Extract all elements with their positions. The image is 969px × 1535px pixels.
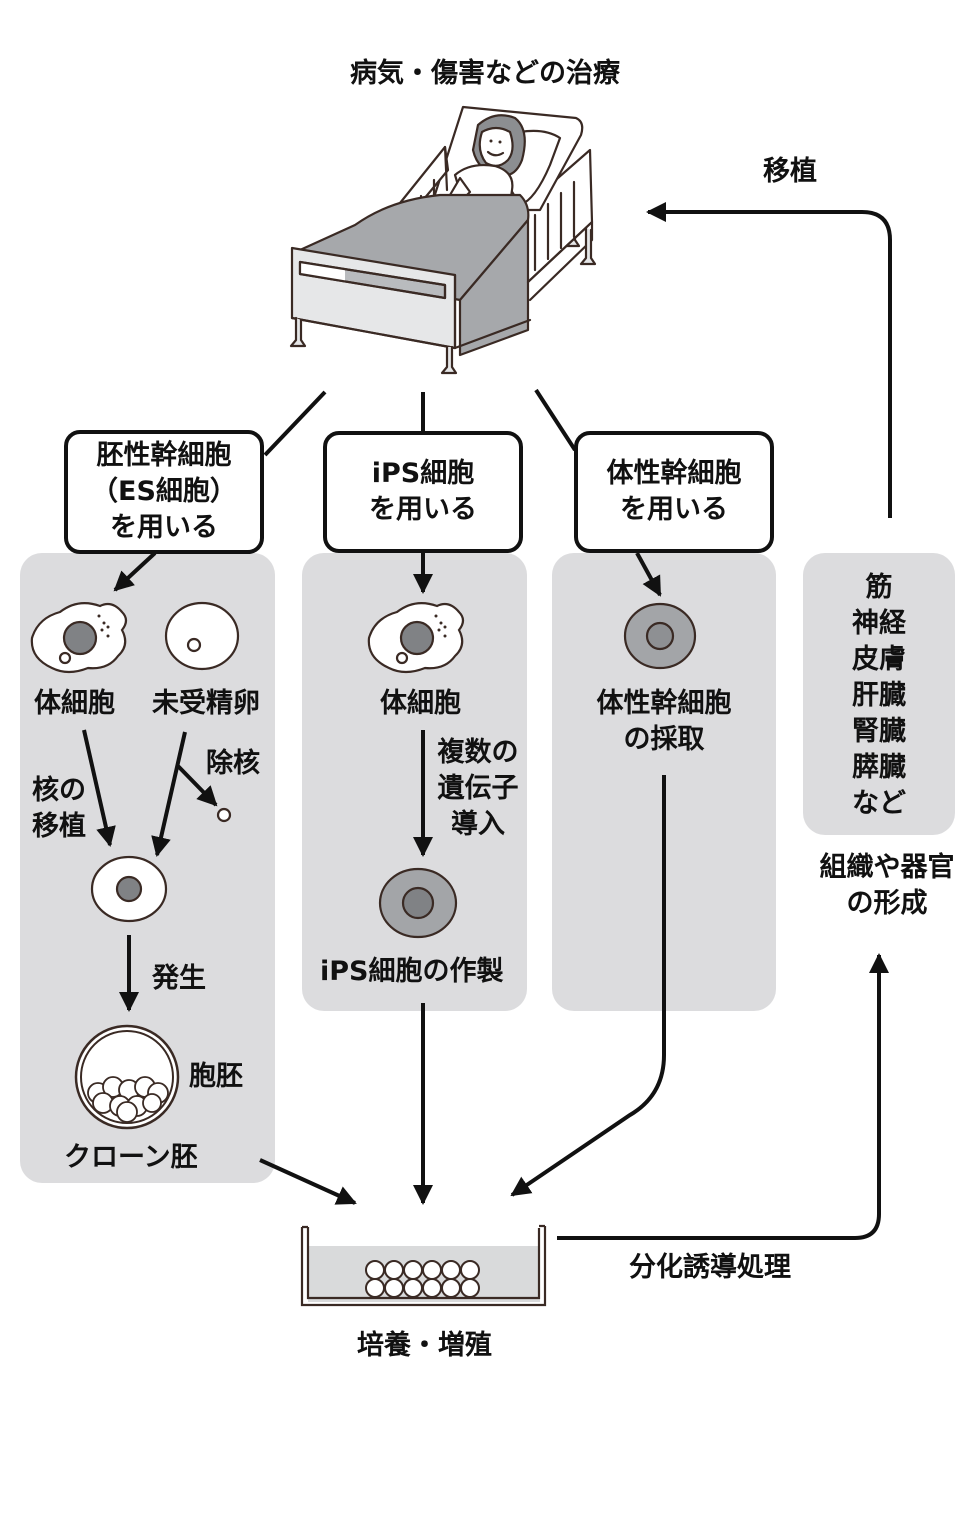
patient-in-bed-illustration	[289, 105, 597, 375]
tissue-list: 筋 神経 皮膚 肝臓 腎臓 膵臓 など	[852, 572, 906, 819]
somatic-stem-cell-collection-label: 体性幹細胞 の採取	[596, 688, 732, 755]
transplant-arrow	[646, 202, 892, 518]
ips-cell-production-label: iPS細胞の作製	[320, 956, 504, 987]
clone-embryo-label: クローン胚	[64, 1142, 198, 1173]
connector-bed-to-es	[263, 390, 327, 457]
somatic-cell-icon-es	[30, 601, 128, 674]
somatic-stem-cell-method-box: 体性幹細胞 を用いる	[574, 431, 774, 553]
somatic-stem-cell-method-label: 体性幹細胞 を用いる	[606, 458, 742, 525]
unfertilized-egg-icon	[164, 601, 240, 671]
arrow-enucleation	[175, 763, 218, 807]
somatic-stem-cell-icon	[623, 602, 697, 670]
arrow-nuclear-transfer	[82, 729, 116, 847]
culture-proliferation-label: 培養・増殖	[357, 1330, 492, 1361]
ips-somatic-cell-label: 体細胞	[380, 688, 461, 719]
tissues-panel	[803, 553, 955, 835]
es-cell-method-box: 胚性幹細胞 （ES細胞） を用いる	[64, 430, 264, 554]
arrow-es-to-culture	[259, 1158, 357, 1205]
arrow-somatic-box-to-cell	[635, 552, 662, 597]
removed-nucleus-icon	[216, 807, 232, 823]
unfertilized-egg-label: 未受精卵	[152, 688, 260, 719]
differentiation-label: 分化誘導処理	[629, 1252, 791, 1283]
ips-cell-method-box: iPS細胞 を用いる	[323, 431, 523, 553]
reconstructed-egg-icon	[90, 855, 168, 923]
ips-cell-method-label: iPS細胞 を用いる	[369, 458, 477, 525]
blastocyst-icon	[74, 1024, 180, 1130]
es-cell-method-label: 胚性幹細胞 （ES細胞） を用いる	[91, 440, 237, 543]
arrow-egg-to-enucleated	[151, 731, 187, 857]
culture-dish-icon	[300, 1224, 547, 1307]
enucleation-label: 除核	[206, 748, 260, 779]
es-somatic-cell-label: 体細胞	[34, 688, 115, 719]
nuclear-transfer-label: 核の 移植	[32, 775, 86, 842]
somatic-cell-icon-ips	[367, 601, 465, 674]
transplant-label: 移植	[763, 156, 817, 187]
arrow-es-box-to-cells	[113, 551, 157, 592]
tissue-formation-caption: 組織や器官 の形成	[819, 852, 955, 919]
ips-cell-icon	[378, 867, 458, 939]
development-label: 発生	[152, 963, 206, 994]
diagram-title: 病気・傷害などの治療	[350, 58, 620, 89]
gene-introduction-label: 複数の 遺伝子 導入	[437, 737, 519, 840]
blastocyst-label: 胞胚	[189, 1061, 243, 1092]
arrow-somatic-to-culture	[510, 775, 666, 1197]
differentiation-arrow	[557, 953, 889, 1240]
connector-bed-to-somatic	[534, 388, 577, 452]
